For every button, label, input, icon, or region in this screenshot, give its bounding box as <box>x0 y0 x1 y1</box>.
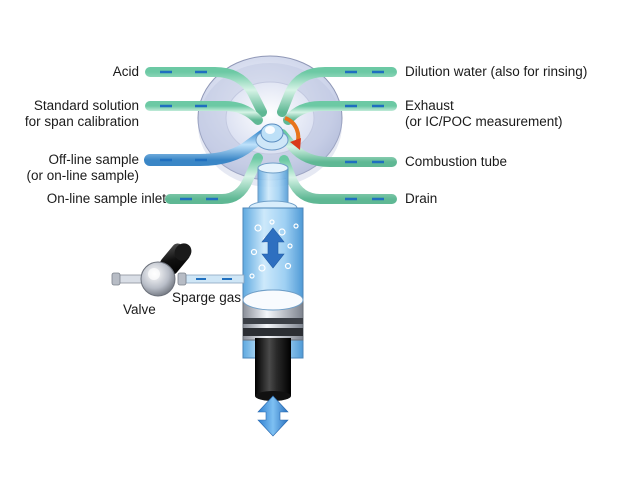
plunger-motion-arrow-icon <box>257 395 289 437</box>
pipe-dilution-water <box>277 67 397 117</box>
label-combustion-tube: Combustion tube <box>405 154 508 169</box>
label-offline-line2: (or on-line sample) <box>26 168 139 183</box>
label-offline-sample: Off-line sample (or on-line sample) <box>26 152 139 184</box>
label-sparge-gas: Sparge gas <box>172 290 242 305</box>
pipe-standard-solution <box>145 101 263 125</box>
label-exhaust: Exhaust (or IC/POC measurement) <box>405 98 563 130</box>
label-standard-line1: Standard solution <box>33 98 139 113</box>
label-exhaust-line1: Exhaust <box>405 98 454 113</box>
label-exhaust-line2: (or IC/POC measurement) <box>405 114 563 129</box>
pipe-combustion-tube <box>277 129 397 167</box>
label-dilution-water: Dilution water (also for rinsing) <box>405 64 588 79</box>
rotation-arrow-icon <box>284 116 301 150</box>
pipe-drain <box>279 155 397 204</box>
label-standard-line2: for span calibration <box>24 114 139 129</box>
label-drain: Drain <box>405 191 438 206</box>
syringe-motion-arrow-icon <box>261 227 285 269</box>
label-standard-solution: Standard solution for span calibration <box>25 98 139 130</box>
label-online-inlet: On-line sample inlet <box>46 191 166 206</box>
pipe-online-inlet <box>165 153 263 204</box>
syringe-plunger <box>242 289 304 401</box>
pipe-offline-sample <box>144 126 274 166</box>
pipe-acid <box>145 67 267 117</box>
label-offline-line1: Off-line sample <box>48 152 139 167</box>
rotor-hub <box>255 123 289 151</box>
label-acid: Acid <box>112 64 139 79</box>
valve-icon <box>140 243 192 297</box>
sparge-gas-line <box>111 272 245 286</box>
label-valve: Valve <box>123 302 156 317</box>
pipe-exhaust <box>283 101 397 125</box>
